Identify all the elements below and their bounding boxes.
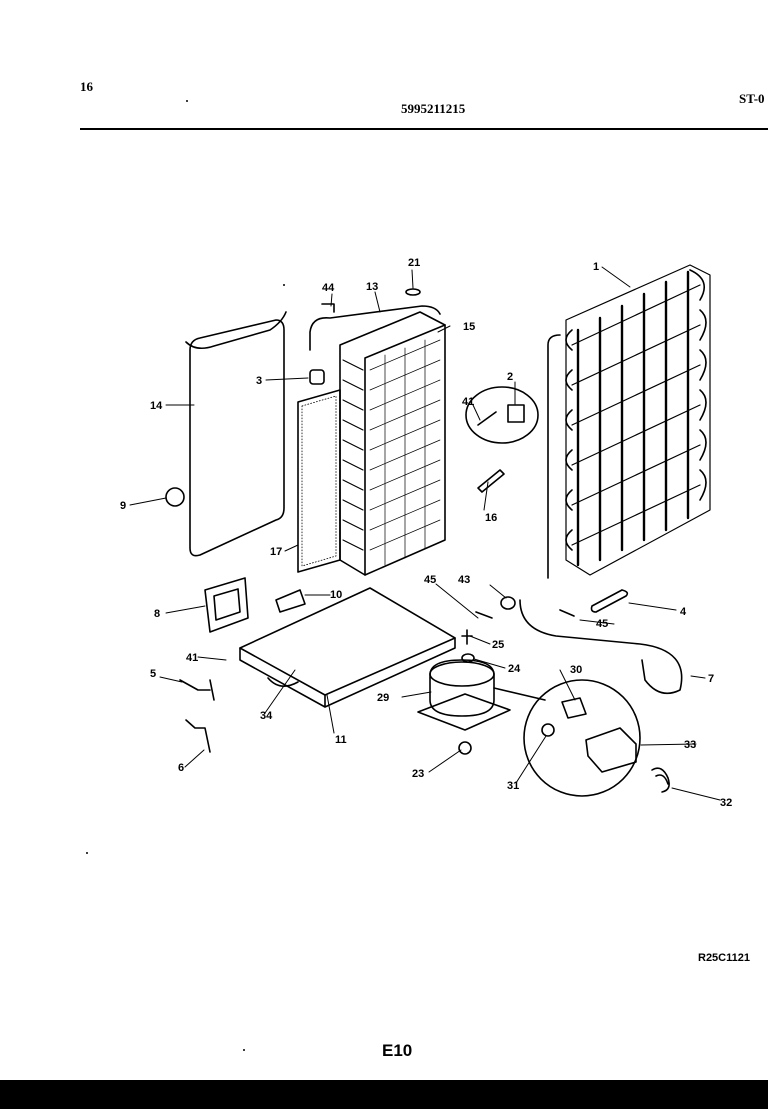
part-number: 5995211215	[401, 101, 466, 116]
callout-label: 44	[322, 282, 335, 294]
callout-label: 30	[570, 664, 582, 676]
callout-label: 45	[424, 574, 436, 586]
callout-label: 29	[377, 692, 389, 704]
callout-label: 10	[330, 589, 342, 601]
detail-circle-thermostat	[465, 386, 539, 444]
callout-label: 32	[720, 797, 732, 809]
callout-label: 21	[408, 257, 420, 269]
callout-label: 1	[593, 261, 599, 273]
exploded-view-diagram: 1 2 3 4 5 6 7 8 9 10 11 13 14 15 16 17 2…	[86, 100, 732, 1051]
callout-label: 14	[150, 400, 163, 412]
callout-label: 6	[178, 762, 184, 774]
mount-bracket	[204, 577, 249, 633]
fitting-part	[461, 629, 473, 645]
callout-label: 5	[150, 668, 156, 680]
hinge-plate	[275, 589, 306, 613]
detail-circle-electrical	[493, 679, 641, 797]
valve-part	[500, 596, 516, 610]
screw-part	[475, 611, 493, 619]
clip-part	[321, 303, 335, 313]
leader-lines	[129, 266, 721, 801]
callout-label: 45	[596, 618, 608, 630]
screw-part-right	[559, 609, 575, 617]
callout-label: 34	[260, 710, 273, 722]
callout-label: 16	[485, 512, 497, 524]
callout-label: 41	[462, 396, 474, 408]
wire-harness-upper	[179, 679, 215, 701]
page-number: 16	[80, 79, 93, 94]
bracket-part	[309, 369, 325, 385]
compressor	[417, 659, 511, 731]
callout-label: 41	[186, 652, 198, 664]
drier-part	[590, 589, 629, 613]
base-pan	[239, 587, 456, 708]
evaporator	[339, 311, 446, 576]
wire-harness-lower	[185, 719, 211, 753]
refrigerant-tube	[309, 305, 441, 351]
parts-diagram-page: 16 5995211215 ST-0	[0, 0, 768, 1080]
model-code: ST-0	[739, 91, 765, 106]
spring-clip	[651, 767, 670, 793]
grommet-small	[165, 487, 185, 507]
callout-label: 2	[507, 371, 513, 383]
drawing-reference-code: R25C1121	[698, 952, 750, 964]
callout-label: 4	[680, 606, 687, 618]
callout-label: 9	[120, 500, 126, 512]
callout-label: 13	[366, 281, 378, 293]
condenser-coil	[547, 264, 711, 579]
callout-label: 7	[708, 673, 714, 685]
page-label: E10	[382, 1041, 413, 1060]
callout-label: 3	[256, 375, 262, 387]
filter-panel	[297, 389, 341, 573]
callout-label: 15	[463, 321, 475, 333]
callout-label: 8	[154, 608, 160, 620]
callout-label: 17	[270, 546, 282, 558]
scan-specks	[86, 100, 285, 1051]
drain-tube	[477, 469, 505, 493]
grommet-part	[405, 288, 421, 296]
mount-grommet	[458, 741, 472, 755]
heater-loop	[185, 311, 287, 557]
callout-label: 25	[492, 639, 504, 651]
callout-label: 43	[458, 574, 470, 586]
callout-label: 23	[412, 768, 424, 780]
callout-label: 31	[507, 780, 519, 792]
header-rule	[80, 128, 768, 130]
callout-label: 33	[684, 739, 696, 751]
callout-label: 11	[335, 734, 347, 746]
process-line	[519, 599, 683, 695]
callout-label: 24	[508, 663, 521, 675]
